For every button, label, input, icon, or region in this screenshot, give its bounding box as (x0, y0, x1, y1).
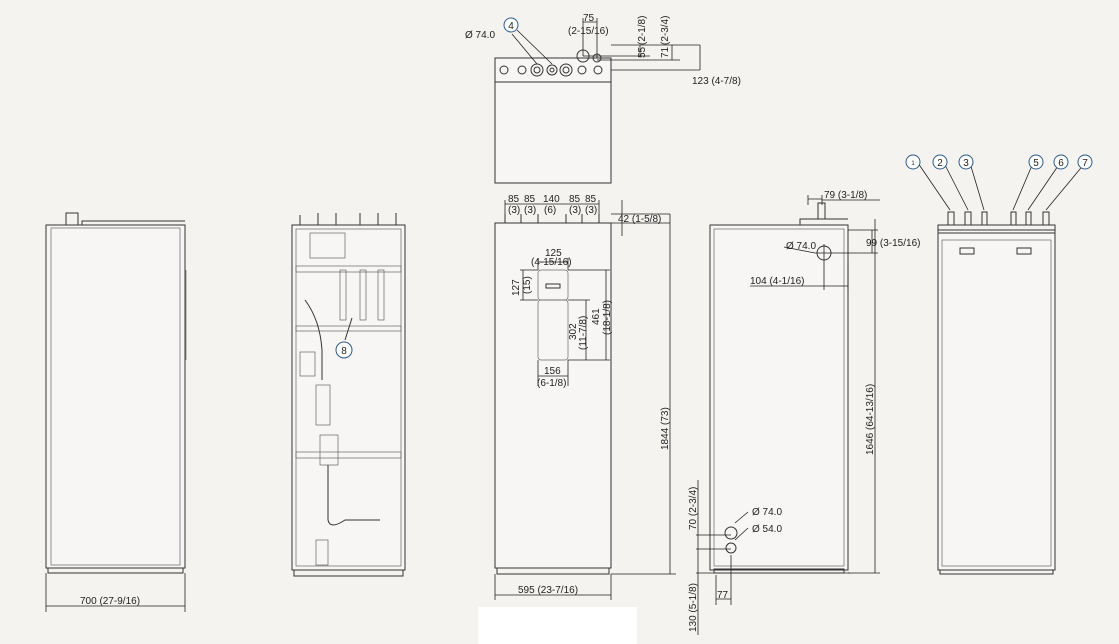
dim-125-in: (4-15/16) (531, 257, 572, 268)
spacing-2: 85 (524, 194, 536, 205)
dim-123: 123 (4-7/8) (692, 76, 741, 87)
dim-70: 70 (2-3/4) (688, 487, 699, 530)
spacing-5: 85 (585, 194, 597, 205)
spacing-in-4: (3) (569, 205, 581, 216)
callout-8: 8 (341, 346, 347, 357)
dim-461-in: (18-1/8) (602, 300, 613, 335)
callout-2: 2 (937, 158, 943, 169)
dim-55: 55 (637, 46, 648, 58)
diameter-label: Ø 74.0 (465, 30, 495, 41)
callout-7: 7 (1082, 158, 1088, 169)
spacing-in-1: (3) (508, 205, 520, 216)
callout-6: 6 (1058, 158, 1064, 169)
diameter-bottom-54: Ø 54.0 (752, 524, 782, 535)
spacing-in-3: (6) (544, 205, 556, 216)
dim-1844: 1844 (73) (660, 407, 671, 450)
dim-71: 71 (660, 46, 671, 58)
diameter-bottom-74: Ø 74.0 (752, 507, 782, 518)
dim-71-in: (2-3/4) (660, 16, 671, 45)
internal-view: 8 (291, 213, 406, 577)
dim-127: 127 (511, 279, 522, 296)
dim-75-in: (2-15/16) (568, 26, 609, 37)
dim-42: 42 (1-5/8) (618, 214, 661, 225)
dim-156-in: (6-1/8) (537, 378, 566, 389)
callout-5: 5 (1033, 158, 1039, 169)
side-view-left: 700 (27-9/16) (45, 212, 187, 612)
spacing-in-2: (3) (524, 205, 536, 216)
dim-79: 79 (3-1/8) (824, 190, 867, 201)
dim-99: 99 (3-15/16) (866, 238, 920, 249)
dim-302: 302 (568, 323, 579, 340)
dim-156: 156 (544, 366, 561, 377)
front-view: 85 85 140 85 85 (3) (3) (6) (3) (3) 42 (… (494, 194, 676, 600)
spacing-4: 85 (569, 194, 581, 205)
dim-75: 75 (583, 13, 595, 24)
dim-77: 77 (717, 590, 729, 601)
spacing-in-5: (3) (585, 205, 597, 216)
blank-area (478, 607, 637, 644)
callout-1: 1 (911, 161, 915, 167)
back-view: 1 2 3 5 6 7 (905, 154, 1093, 575)
width-dimension: 700 (27-9/16) (80, 596, 140, 607)
callout-4: 4 (508, 21, 514, 32)
spacing-1: 85 (508, 194, 520, 205)
callout-3: 3 (963, 158, 969, 169)
dim-302-in: (11-7/8) (578, 316, 589, 350)
dim-1646: 1646 (64-13/16) (865, 384, 876, 455)
width-dimension: 595 (23-7/16) (518, 585, 578, 596)
dim-461: 461 (591, 308, 602, 325)
diameter-top-label: Ø 74.0 (786, 241, 816, 252)
dim-130: 130 (5-1/8) (688, 583, 699, 632)
dim-127-in: (15) (522, 276, 533, 294)
top-view: Ø 74.0 4 75 (2-15/16) 55 (2-1/8) 71 (2-3… (465, 13, 741, 184)
dim-125: 125 (545, 248, 562, 259)
side-view-right: 79 (3-1/8) Ø 74.0 99 (3-15/16) 104 (4-1/… (688, 190, 920, 635)
dim-104: 104 (4-1/16) (750, 276, 804, 287)
dim-55-in: (2-1/8) (637, 16, 648, 45)
spacing-3: 140 (543, 194, 560, 205)
